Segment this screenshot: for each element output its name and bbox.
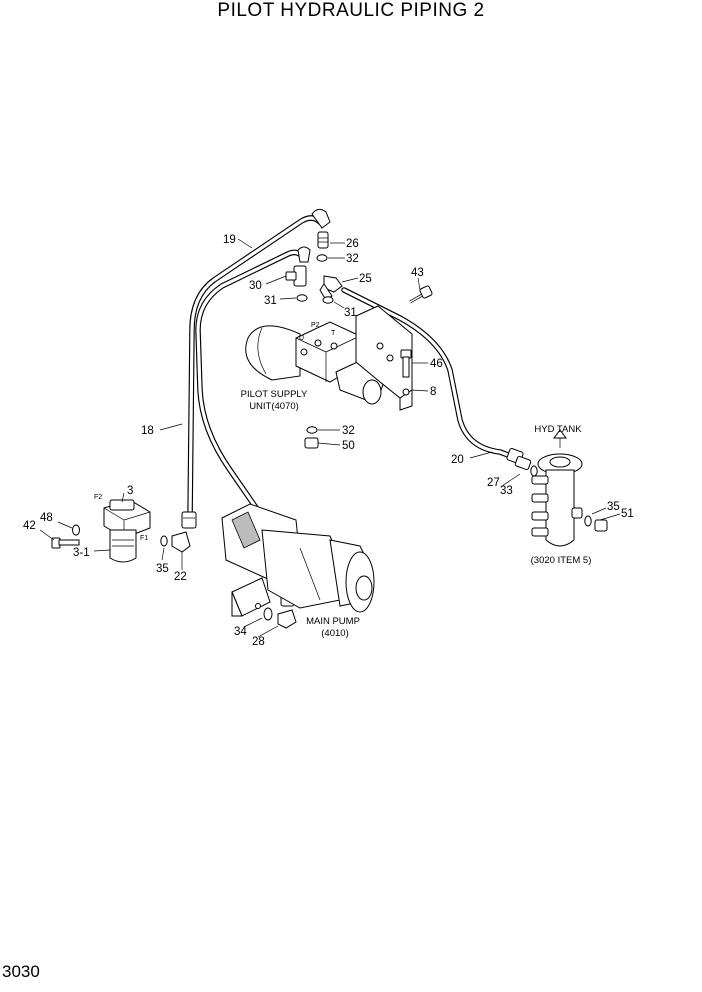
elbow-19-top	[311, 208, 331, 229]
leader-lines	[39, 238, 621, 638]
callout-33: 33	[500, 485, 513, 497]
callout-32-top: 32	[346, 253, 359, 265]
elbow-22	[171, 531, 191, 553]
o-ring-34	[263, 607, 273, 621]
plug-51	[594, 519, 608, 532]
callout-35-tank: 35	[607, 501, 620, 513]
port-mark-u: U	[299, 335, 304, 342]
callout-27: 27	[487, 477, 500, 489]
o-ring-35-filter	[160, 535, 168, 547]
line-filter	[103, 499, 151, 563]
callout-51: 51	[621, 508, 634, 520]
callout-22: 22	[174, 571, 187, 583]
caption-pilot-supply-unit: UNIT(4070)	[249, 401, 299, 412]
caption-tank-ref: (3020 ITEM 5)	[531, 555, 592, 566]
caption-main-pump: MAIN PUMP	[306, 616, 360, 627]
connector-26	[317, 231, 329, 249]
tee-30	[285, 265, 307, 287]
o-ring-31-right	[322, 296, 334, 304]
pilot-supply-unit	[245, 305, 413, 411]
bolt-43	[409, 285, 433, 304]
o-ring-33	[530, 465, 538, 477]
elbow-28	[277, 609, 297, 629]
callout-30: 30	[249, 280, 262, 292]
hose-fitting-19-bottom	[181, 511, 197, 529]
callout-43: 43	[411, 267, 424, 279]
callout-8: 8	[430, 386, 436, 398]
o-ring-35-tank	[584, 515, 592, 527]
elbow-25	[319, 275, 343, 301]
callout-48: 48	[40, 512, 53, 524]
page-title: PILOT HYDRAULIC PIPING 2	[217, 0, 485, 21]
callout-50: 50	[342, 440, 355, 452]
bolt-46	[400, 349, 412, 378]
callout-35-filter: 35	[156, 563, 169, 575]
callout-46: 46	[430, 358, 443, 370]
hyd-tank-arrow	[553, 429, 567, 448]
o-ring-31-left	[296, 294, 308, 302]
washer-48	[72, 524, 80, 536]
callout-31-right: 31	[344, 307, 357, 319]
port-mark-f1: F1	[140, 535, 148, 542]
pipe-19	[187, 215, 323, 523]
callout-25: 25	[359, 273, 372, 285]
callout-3-1: 3-1	[73, 547, 90, 559]
o-ring-32-bottom	[306, 426, 318, 434]
caption-pilot-supply: PILOT SUPPLY	[241, 389, 308, 400]
callout-19: 19	[223, 234, 236, 246]
plug-50	[304, 437, 319, 449]
port-mark-f2: F2	[94, 494, 102, 501]
caption-main-pump-ref: (4010)	[321, 628, 348, 639]
callout-26: 26	[346, 238, 359, 250]
callout-31-left: 31	[264, 295, 277, 307]
tank-manifold	[531, 453, 583, 547]
callout-42: 42	[23, 520, 36, 532]
port-mark-p2: P2	[311, 322, 320, 329]
callout-32-bottom: 32	[342, 425, 355, 437]
main-pump	[221, 503, 375, 617]
connector-27	[514, 455, 532, 471]
callout-20: 20	[451, 454, 464, 466]
callout-28: 28	[252, 636, 265, 648]
callout-34: 34	[234, 626, 247, 638]
page-number: 3030	[2, 962, 40, 981]
elbow-18-top	[297, 246, 311, 263]
bolt-42	[51, 537, 80, 549]
o-ring-32-top	[316, 254, 328, 262]
port-mark-t: T	[331, 330, 336, 337]
caption-hyd-tank: HYD TANK	[534, 424, 582, 435]
pipe-20	[341, 287, 519, 461]
callout-18: 18	[141, 425, 154, 437]
callout-3: 3	[127, 485, 133, 497]
